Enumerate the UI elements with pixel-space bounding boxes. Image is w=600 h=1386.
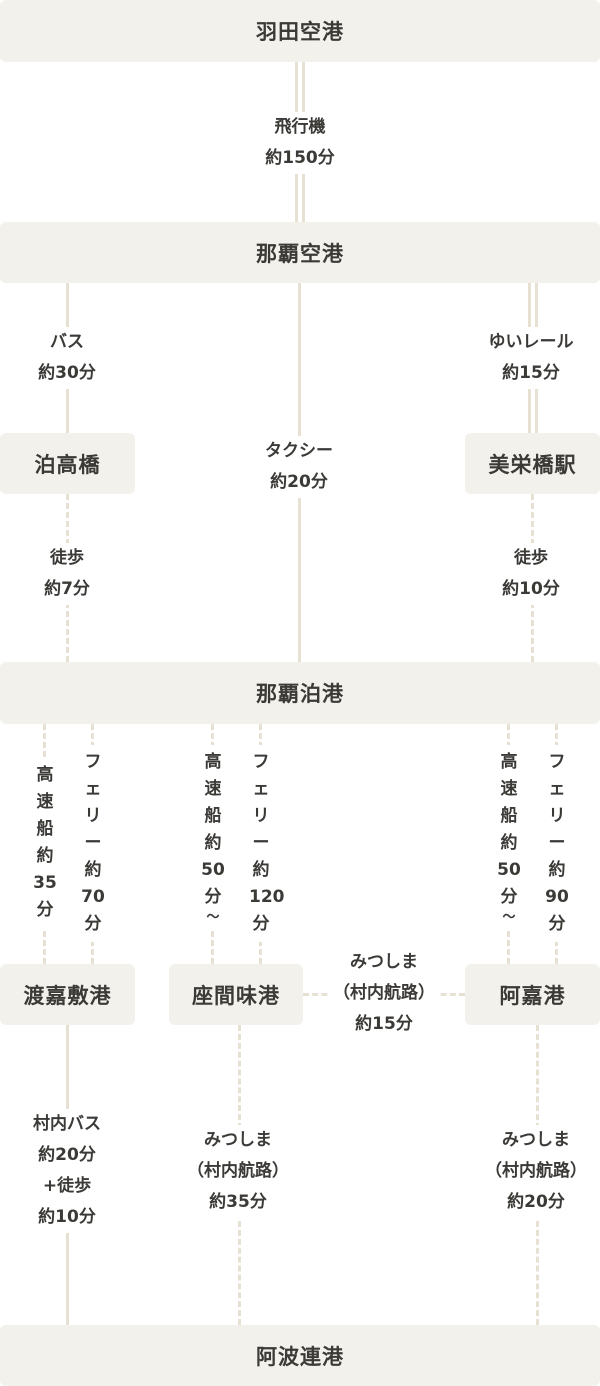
node-aka-port: 阿嘉港 xyxy=(465,964,600,1025)
edge-label-taxi: タクシー 約20分 xyxy=(261,436,337,498)
node-tokashiki-port: 渡嘉敷港 xyxy=(0,964,135,1025)
edge-label-aka-ferry: フ ェ リ ー 約 90 分 xyxy=(545,745,569,942)
node-label: 阿波連港 xyxy=(256,1344,344,1369)
edge-label-mitsushima-20: みつしま （村内航路） 約20分 xyxy=(481,1125,591,1218)
edge-label-mitsushima-35: みつしま （村内航路） 約35分 xyxy=(183,1125,293,1218)
node-label: 美栄橋駅 xyxy=(488,452,577,477)
node-label: 那覇泊港 xyxy=(256,682,344,706)
edge-label-village-bus: 村内バス 約20分 +徒歩 約10分 xyxy=(29,1109,105,1233)
edge-label-mitsushima-15: みつしま （村内航路） 約15分 xyxy=(329,947,439,1040)
node-haneda-airport: 羽田空港 xyxy=(0,0,600,62)
node-label: 阿嘉港 xyxy=(499,983,566,1008)
node-miebashi-station: 美栄橋駅 xyxy=(465,433,600,494)
edge-label-bus: バス 約30分 xyxy=(34,327,100,389)
node-aharen-port: 阿波連港 xyxy=(0,1325,600,1386)
edge-label-yui-rail: ゆいレール 約15分 xyxy=(484,327,578,389)
node-tomari-takahashi: 泊高橋 xyxy=(0,433,135,494)
edge-label-walk-10: 徒歩 約10分 xyxy=(498,543,564,605)
node-label: 座間味港 xyxy=(192,983,280,1008)
node-label: 泊高橋 xyxy=(34,452,101,477)
edge-label-zamami-fast-ship: 高 速 船 約 50 分 〜 xyxy=(201,745,225,929)
edge-label-plane: 飛行機 約150分 xyxy=(261,112,339,174)
node-zamami-port: 座間味港 xyxy=(169,964,303,1025)
node-label: 渡嘉敷港 xyxy=(23,983,112,1008)
node-label: 羽田空港 xyxy=(256,20,344,44)
edge-label-tokashiki-fast-ship: 高 速 船 約 35 分 xyxy=(33,758,57,928)
edge-label-walk-7: 徒歩 約7分 xyxy=(40,543,94,605)
edge-label-tokashiki-ferry: フ ェ リ ー 約 70 分 xyxy=(81,745,105,942)
edge-label-aka-fast-ship: 高 速 船 約 50 分 〜 xyxy=(497,745,521,929)
node-naha-airport: 那覇空港 xyxy=(0,222,600,283)
node-label: 那覇空港 xyxy=(256,241,344,266)
edge-label-zamami-ferry: フ ェ リ ー 約 120 分 xyxy=(249,745,285,942)
node-tomari-port: 那覇泊港 xyxy=(0,662,600,724)
